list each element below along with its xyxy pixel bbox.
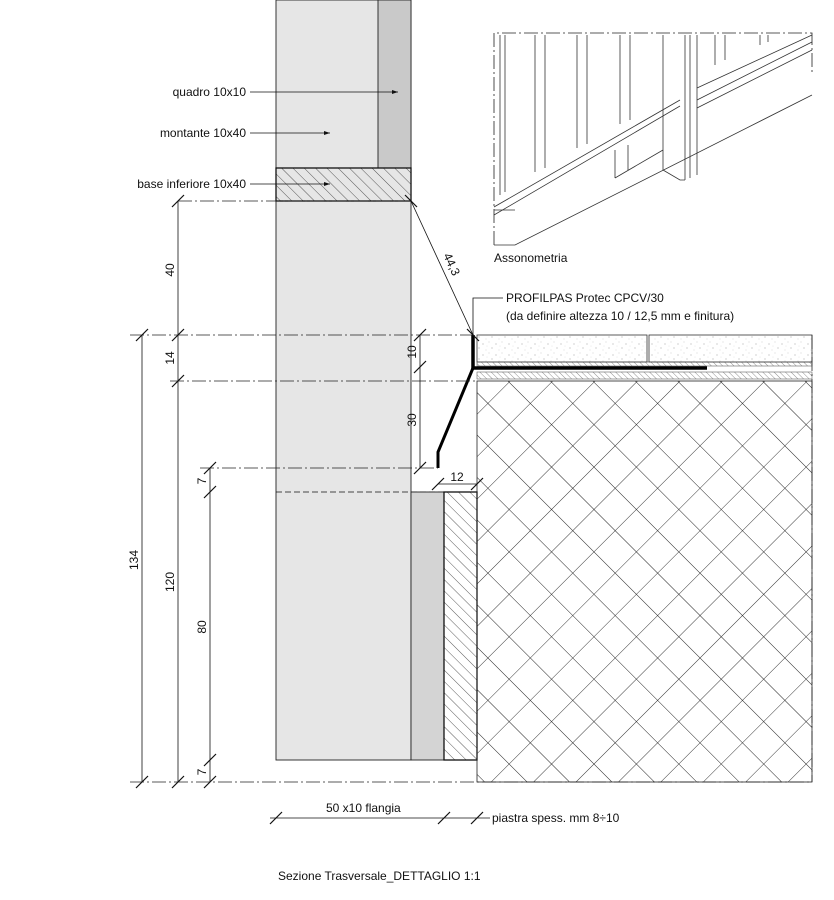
label-montante: montante 10x40: [160, 126, 246, 140]
dim-44-3: 44,3: [440, 251, 463, 278]
dim-12: 12: [450, 470, 464, 484]
label-axonometry: Assonometria: [494, 251, 568, 265]
label-quadro: quadro 10x10: [173, 85, 247, 99]
floor-tile-2: [648, 334, 813, 363]
dim-80: 80: [195, 620, 209, 634]
label-base: base inferiore 10x40: [137, 177, 246, 191]
dim-14: 14: [163, 351, 177, 365]
base-inferiore: [275, 167, 412, 202]
adhesive-layer: [476, 361, 813, 367]
drawing-caption: Sezione Trasversale_DETTAGLIO 1:1: [278, 869, 481, 883]
plate: [443, 491, 478, 761]
dim-120: 120: [163, 572, 177, 592]
label-profile-note: (da definire altezza 10 / 12,5 mm e fini…: [506, 309, 734, 323]
substrate: [476, 380, 813, 783]
floor-tile-1: [476, 334, 648, 363]
label-profile-title: PROFILPAS Protec CPCV/30: [506, 291, 664, 305]
label-flange: 50 x10 flangia: [326, 801, 401, 815]
screed-layer: [476, 371, 813, 380]
axonometry-inset: [493, 32, 813, 246]
dim-40: 40: [163, 263, 177, 277]
dim-7-bottom: 7: [195, 768, 209, 775]
dim-7-top: 7: [195, 477, 209, 484]
quadro-bar: [377, 0, 412, 169]
dim-30: 30: [405, 413, 419, 427]
dim-10: 10: [405, 345, 419, 359]
label-plate: piastra spess. mm 8÷10: [492, 811, 620, 825]
dim-134: 134: [127, 550, 141, 570]
flange-strip: [410, 491, 445, 761]
